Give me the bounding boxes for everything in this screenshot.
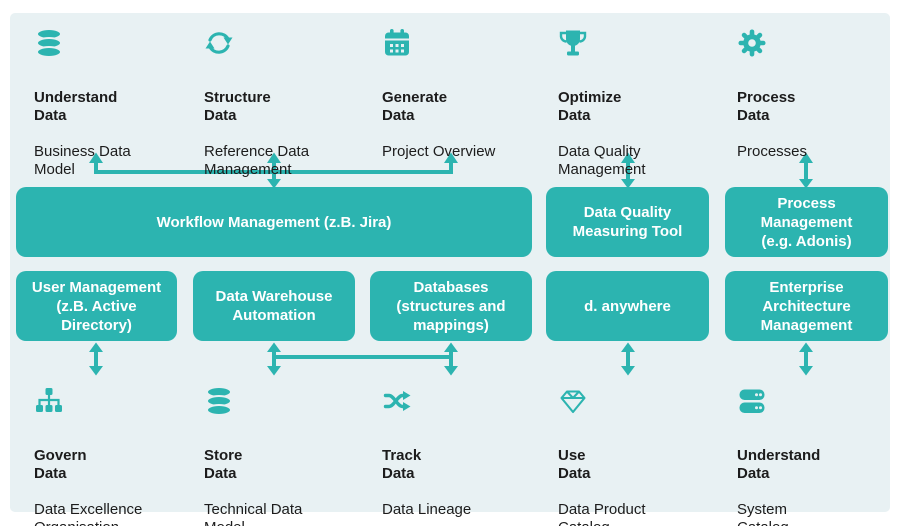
group-title: Structure Data bbox=[204, 89, 271, 124]
databases-box: Databases (structures and mappings) bbox=[370, 271, 532, 341]
box-label: d. anywhere bbox=[584, 297, 671, 315]
diagram-panel bbox=[10, 13, 890, 512]
data-warehouse-automation-box: Data Warehouse Automation bbox=[193, 271, 355, 341]
group-title: Process Data bbox=[737, 89, 796, 124]
group-store-data: Store Data Technical Data Model bbox=[204, 386, 364, 526]
group-structure-data: Structure Data Reference Data Management bbox=[204, 28, 364, 197]
org-chart-icon bbox=[36, 388, 62, 412]
group-title: Generate Data bbox=[382, 89, 448, 124]
group-subtitle: System Catalog bbox=[737, 501, 789, 526]
group-title: Store Data bbox=[204, 447, 243, 482]
group-understand-data-top: Understand Data Business Data Model bbox=[34, 28, 194, 197]
box-label: Workflow Management (z.B. Jira) bbox=[156, 213, 392, 231]
group-title: Track Data bbox=[382, 447, 422, 482]
diamond-icon bbox=[560, 390, 586, 414]
data-quality-measuring-tool-box: Data Quality Measuring Tool bbox=[546, 187, 709, 257]
group-govern-data: Govern Data Data Excellence Organisation bbox=[34, 386, 194, 526]
group-optimize-data: Optimize Data Data Quality Management bbox=[558, 28, 718, 197]
recycle-icon bbox=[205, 32, 233, 54]
group-title: Use Data bbox=[558, 447, 591, 482]
workflow-management-box: Workflow Management (z.B. Jira) bbox=[16, 187, 532, 257]
group-subtitle: Project Overview bbox=[382, 143, 496, 160]
group-title: Understand Data bbox=[737, 447, 821, 482]
server-icon bbox=[739, 389, 765, 413]
group-subtitle: Reference Data Management bbox=[204, 143, 310, 178]
database-icon bbox=[36, 28, 62, 58]
group-subtitle: Data Product Catalog bbox=[558, 501, 646, 526]
group-subtitle: Processes bbox=[737, 143, 808, 160]
calendar-icon bbox=[385, 29, 409, 56]
box-label: Data Quality Measuring Tool bbox=[572, 204, 683, 240]
shuffle-icon bbox=[383, 391, 411, 411]
group-subtitle: Business Data Model bbox=[34, 143, 131, 178]
box-label: User Management (z.B. Active Directory) bbox=[31, 278, 162, 334]
group-title: Govern Data bbox=[34, 447, 87, 482]
group-subtitle: Data Quality Management bbox=[558, 143, 646, 178]
trophy-icon bbox=[559, 30, 587, 56]
enterprise-architecture-management-box: Enterprise Architecture Management bbox=[725, 271, 888, 341]
group-generate-data: Generate Data Project Overview bbox=[382, 28, 542, 179]
group-title: Understand Data bbox=[34, 89, 118, 124]
box-label: Data Warehouse Automation bbox=[215, 288, 333, 324]
user-management-box: User Management (z.B. Active Directory) bbox=[16, 271, 177, 341]
d-anywhere-box: d. anywhere bbox=[546, 271, 709, 341]
process-management-box: Process Management (e.g. Adonis) bbox=[725, 187, 888, 257]
box-label: Databases (structures and mappings) bbox=[396, 278, 506, 334]
group-subtitle: Data Lineage bbox=[382, 501, 472, 518]
group-track-data: Track Data Data Lineage bbox=[382, 386, 542, 526]
box-label: Process Management (e.g. Adonis) bbox=[760, 194, 853, 250]
group-understand-data-bottom: Understand Data System Catalog bbox=[737, 386, 897, 526]
group-use-data: Use Data Data Product Catalog bbox=[558, 386, 718, 526]
group-process-data: Process Data Processes bbox=[737, 28, 897, 179]
gear-icon bbox=[738, 29, 766, 57]
database-icon bbox=[206, 386, 232, 416]
group-subtitle: Technical Data Model bbox=[204, 501, 303, 526]
box-label: Enterprise Architecture Management bbox=[760, 278, 853, 334]
group-title: Optimize Data bbox=[558, 89, 622, 124]
group-subtitle: Data Excellence Organisation bbox=[34, 501, 143, 526]
